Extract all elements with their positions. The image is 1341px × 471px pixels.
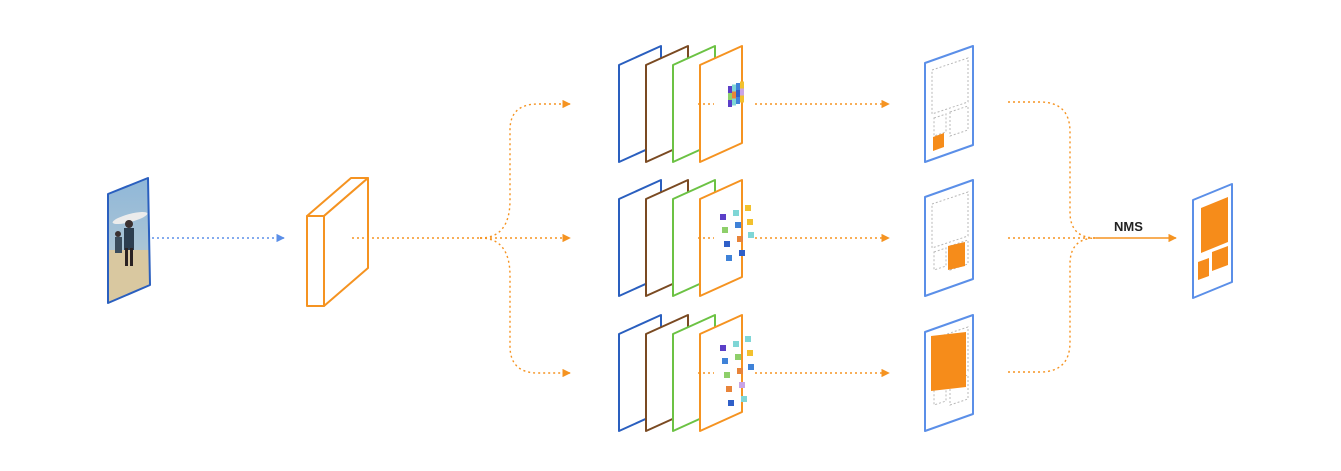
feature-map-orange [699,314,743,432]
grid-cell [728,93,732,100]
candidate-box [931,57,969,115]
grid-cell [745,205,751,211]
grid-cell [735,222,741,228]
grid-cell [726,386,732,392]
grid-cell [739,382,745,388]
grid-cell [745,336,751,342]
grid-cell [722,358,728,364]
candidate-box [933,247,947,271]
branch-connectors [352,99,571,378]
prediction-grid-middle [720,205,754,261]
feature-stack-middle [618,179,754,297]
final-output [1192,183,1233,299]
grid-cell [732,98,736,106]
merge-top [1008,101,1097,239]
grid-cell [732,91,736,99]
feature-stack-bottom [618,314,754,432]
detected-box [931,332,966,391]
candidate-box [933,113,947,137]
grid-cell [747,350,753,356]
grid-cell [733,341,739,347]
candidate-box [931,191,969,249]
grid-cell [720,345,726,351]
grid-cell [741,396,747,402]
merge-bottom [1008,237,1097,373]
prediction-panel [924,45,974,163]
grid-cell [728,86,732,93]
prediction-box-top [924,45,974,163]
prediction-box-bottom [924,314,974,432]
grid-cell [739,250,745,256]
prediction-box-middle [924,179,974,297]
grid-cell [724,372,730,378]
branch-top [479,99,571,239]
grid-cell [747,219,753,225]
grid-cell [732,84,736,92]
grid-cell [733,210,739,216]
prediction-panel [924,179,974,297]
final-box-large [1201,197,1228,253]
grid-cell [740,88,744,96]
branch-bottom [479,237,571,378]
grid-cell [737,368,743,374]
detected-box [933,133,944,151]
backbone-block [306,177,369,307]
grid-cell [720,214,726,220]
grid-cell [722,227,728,233]
grid-cell [724,241,730,247]
prediction-grid-bottom [720,336,754,406]
grid-cell [737,236,743,242]
grid-cell [735,354,741,360]
merge-connectors [1008,101,1097,373]
feature-map-orange [699,45,743,163]
grid-cell [740,81,744,89]
prediction-arrows [755,99,890,378]
candidate-box [931,326,969,384]
grid-cell [736,83,740,90]
grid-cell [736,97,740,104]
nms-label: NMS [1114,219,1143,234]
per-scale-predictions [924,45,974,432]
feature-map-orange [699,179,743,297]
grid-cell [740,95,744,103]
input-image [107,177,151,304]
grid-cell [728,100,732,107]
candidate-box [949,105,969,137]
final-box-small-left [1198,258,1209,280]
grid-cell [736,90,740,97]
feature-stack-top [618,45,744,163]
grid-cell [728,400,734,406]
final-box-small-right [1212,246,1228,271]
prediction-grid-top [728,81,744,107]
grid-cell [748,364,754,370]
grid-cell [748,232,754,238]
detected-box [948,242,965,270]
grid-cell [726,255,732,261]
feature-map-stacks [618,45,754,432]
